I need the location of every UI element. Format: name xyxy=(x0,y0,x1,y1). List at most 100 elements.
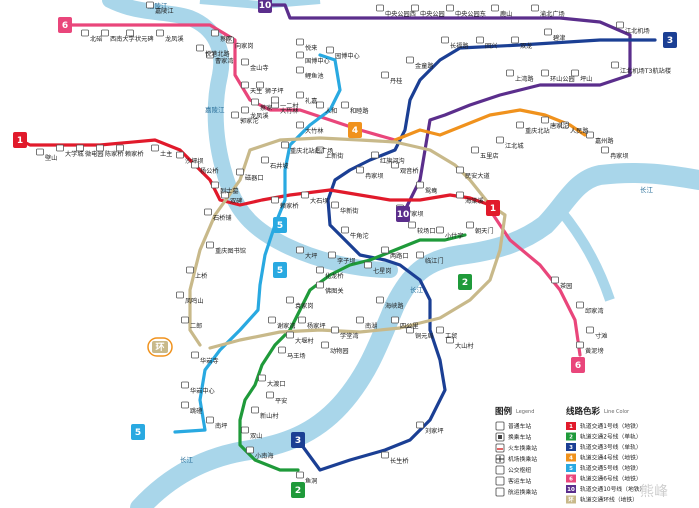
station-marker[interactable] xyxy=(281,141,289,149)
station-marker[interactable] xyxy=(296,38,304,46)
station-marker[interactable] xyxy=(221,191,229,199)
station-label[interactable]: 寸滩 xyxy=(595,332,607,340)
station-marker[interactable] xyxy=(416,251,424,259)
line-badge-6[interactable]: 6 xyxy=(571,357,585,373)
station-label[interactable]: 大山村 xyxy=(455,342,474,350)
station-marker[interactable] xyxy=(364,261,372,269)
station-marker[interactable] xyxy=(296,91,304,99)
station-marker[interactable] xyxy=(206,416,214,424)
station-label[interactable]: 谢家湾 xyxy=(277,322,296,330)
line-badge-4[interactable]: 4 xyxy=(348,122,362,138)
station-label[interactable]: 佛图关 xyxy=(325,287,344,295)
station-label[interactable]: 赖家桥 xyxy=(125,150,144,158)
station-label[interactable]: 金山寺 xyxy=(250,64,269,72)
station-marker[interactable] xyxy=(391,316,399,324)
station-marker[interactable] xyxy=(211,181,219,189)
station-marker[interactable] xyxy=(251,98,259,106)
station-label[interactable]: 长福路 xyxy=(450,42,469,50)
station-label[interactable]: 鱼洞 xyxy=(305,477,317,485)
station-label[interactable]: 五里店 xyxy=(480,152,499,160)
station-marker[interactable] xyxy=(541,69,549,77)
station-marker[interactable] xyxy=(571,69,579,77)
station-label[interactable]: 悦来 xyxy=(305,44,317,52)
station-label[interactable]: 长生桥 xyxy=(390,457,409,465)
line-badge-3[interactable]: 3 xyxy=(663,32,677,48)
station-label[interactable]: 刘家坪 xyxy=(425,427,444,435)
station-marker[interactable] xyxy=(298,316,306,324)
station-label[interactable]: 坪山 xyxy=(580,75,592,83)
station-label[interactable]: 铜元局 xyxy=(415,332,434,340)
station-label[interactable]: 华岩中心 xyxy=(190,387,215,395)
station-marker[interactable] xyxy=(586,131,594,139)
station-marker[interactable] xyxy=(456,191,464,199)
station-label[interactable]: 大渡口 xyxy=(267,380,286,388)
station-label[interactable]: 鸳鸯 xyxy=(425,187,437,195)
line-badge-6[interactable]: 6 xyxy=(58,17,72,33)
station-marker[interactable] xyxy=(251,406,259,414)
station-label[interactable]: 袁家岗 xyxy=(295,302,314,310)
station-marker[interactable] xyxy=(191,351,199,359)
station-label[interactable]: 微电园 xyxy=(85,150,104,158)
station-label[interactable]: 大坪 xyxy=(305,252,317,260)
station-label[interactable]: 罗家坝 xyxy=(405,210,424,218)
station-marker[interactable] xyxy=(301,191,309,199)
station-label[interactable]: 海峡路 xyxy=(385,302,404,310)
station-marker[interactable] xyxy=(296,121,304,129)
station-marker[interactable] xyxy=(406,56,414,64)
station-marker[interactable] xyxy=(511,36,519,44)
line-badge-10[interactable]: 10 xyxy=(258,0,272,13)
station-label[interactable]: 邱家湾 xyxy=(585,307,604,315)
line-badge-5[interactable]: 5 xyxy=(131,424,145,440)
station-marker[interactable] xyxy=(411,4,419,12)
station-marker[interactable] xyxy=(241,106,249,114)
station-marker[interactable] xyxy=(181,381,189,389)
station-marker[interactable] xyxy=(381,246,389,254)
station-marker[interactable] xyxy=(316,281,324,289)
station-label[interactable]: 鲤鱼池 xyxy=(305,72,324,80)
station-marker[interactable] xyxy=(296,471,304,479)
station-marker[interactable] xyxy=(191,161,199,169)
station-label[interactable]: 双龙 xyxy=(520,42,532,50)
station-marker[interactable] xyxy=(241,81,249,89)
station-marker[interactable] xyxy=(296,246,304,254)
station-label[interactable]: 较场口 xyxy=(417,227,436,235)
station-marker[interactable] xyxy=(241,426,249,434)
station-marker[interactable] xyxy=(376,296,384,304)
station-marker[interactable] xyxy=(491,4,499,12)
station-label[interactable]: 杨家坪 xyxy=(307,322,326,330)
station-marker[interactable] xyxy=(204,208,212,216)
station-label[interactable]: 狮子坪 xyxy=(265,87,284,95)
station-label[interactable]: 红旗河沟 xyxy=(380,157,405,165)
station-marker[interactable] xyxy=(146,1,154,9)
station-marker[interactable] xyxy=(181,401,189,409)
station-marker[interactable] xyxy=(331,201,339,209)
station-marker[interactable] xyxy=(321,341,329,349)
station-label[interactable]: 人和 xyxy=(325,107,337,115)
station-marker[interactable] xyxy=(616,21,624,29)
station-label[interactable]: 上湾路 xyxy=(515,75,534,83)
station-marker[interactable] xyxy=(316,266,324,274)
station-label[interactable]: 向家岗 xyxy=(235,42,254,50)
station-label[interactable]: 大学城 xyxy=(65,150,84,158)
station-label[interactable]: 新山村 xyxy=(260,412,279,420)
station-label[interactable]: 蔡家 xyxy=(220,35,232,43)
line-badge-1[interactable]: 1 xyxy=(13,132,27,148)
station-marker[interactable] xyxy=(516,121,524,129)
station-label[interactable]: 马王场 xyxy=(287,352,306,360)
station-label[interactable]: 平安 xyxy=(275,397,287,405)
station-marker[interactable] xyxy=(356,316,364,324)
station-marker[interactable] xyxy=(176,151,184,159)
station-marker[interactable] xyxy=(296,66,304,74)
station-marker[interactable] xyxy=(316,101,324,109)
station-label[interactable]: 大竹林 xyxy=(305,127,324,135)
station-marker[interactable] xyxy=(326,46,334,54)
station-label[interactable]: 双碑 xyxy=(230,197,242,205)
station-label[interactable]: 民安大道 xyxy=(465,172,490,180)
station-marker[interactable] xyxy=(76,144,84,152)
station-label[interactable]: 七星岗 xyxy=(373,267,392,275)
station-marker[interactable] xyxy=(261,156,269,164)
station-marker[interactable] xyxy=(81,29,89,37)
station-label[interactable]: 天生 xyxy=(250,87,262,95)
station-marker[interactable] xyxy=(271,96,279,104)
line-badge-5[interactable]: 5 xyxy=(273,217,287,233)
